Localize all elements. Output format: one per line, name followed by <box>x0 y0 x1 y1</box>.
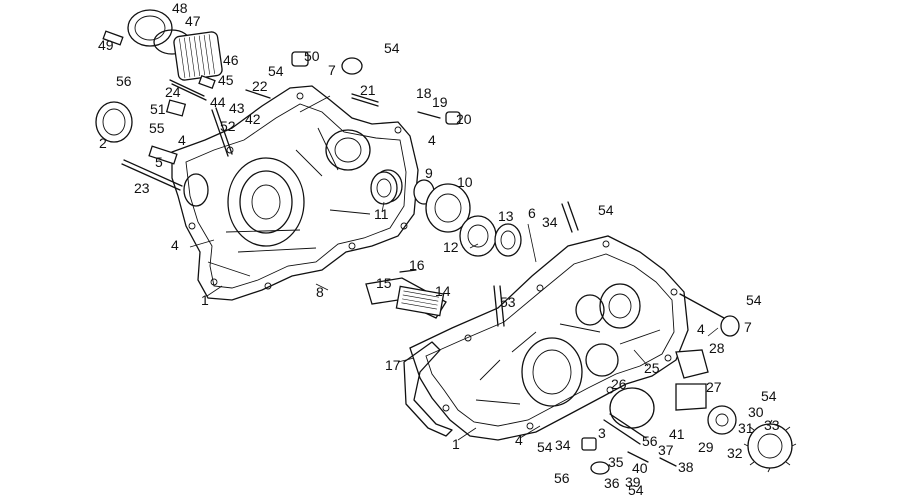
callout-54: 54 <box>761 388 777 404</box>
callout-21: 21 <box>360 82 376 98</box>
callout-40: 40 <box>632 460 648 476</box>
callout-43: 43 <box>229 100 245 116</box>
callout-52: 52 <box>220 118 236 134</box>
callout-2: 2 <box>99 135 107 151</box>
callout-54: 54 <box>268 63 284 79</box>
callout-18: 18 <box>416 85 432 101</box>
callout-51: 51 <box>150 101 166 117</box>
callout-53: 53 <box>500 294 516 310</box>
callout-24: 24 <box>165 84 181 100</box>
callout-32: 32 <box>727 445 743 461</box>
callout-49: 49 <box>98 37 114 53</box>
callout-4: 4 <box>697 321 705 337</box>
callout-39: 39 <box>625 474 641 490</box>
callout-44: 44 <box>210 94 226 110</box>
callout-30: 30 <box>748 404 764 420</box>
callout-1: 1 <box>201 292 209 308</box>
callout-4: 4 <box>515 432 523 448</box>
oil-filter-group <box>102 9 223 101</box>
callout-27: 27 <box>706 379 722 395</box>
callout-41: 41 <box>669 426 685 442</box>
callout-56: 56 <box>116 73 132 89</box>
callout-56: 56 <box>554 470 570 486</box>
callout-55: 55 <box>149 120 165 136</box>
callout-20: 20 <box>456 111 472 127</box>
callout-54: 54 <box>384 40 400 56</box>
callout-5: 5 <box>155 154 163 170</box>
callout-29: 29 <box>698 439 714 455</box>
leader-lines <box>189 201 719 441</box>
callout-23: 23 <box>134 180 150 196</box>
callout-4: 4 <box>178 132 186 148</box>
bearings-seals <box>370 171 522 257</box>
callout-1: 1 <box>452 436 460 452</box>
callout-16: 16 <box>409 257 425 273</box>
callout-26: 26 <box>611 376 627 392</box>
callout-31: 31 <box>738 420 754 436</box>
callout-6: 6 <box>528 205 536 221</box>
callout-37: 37 <box>658 442 674 458</box>
callout-35: 35 <box>608 454 624 470</box>
callout-36: 36 <box>604 475 620 491</box>
callout-22: 22 <box>252 78 268 94</box>
callout-42: 42 <box>245 111 261 127</box>
callout-25: 25 <box>644 360 660 376</box>
callout-54: 54 <box>537 439 553 455</box>
callout-7: 7 <box>744 319 752 335</box>
callout-9: 9 <box>425 165 433 181</box>
callout-7: 7 <box>328 62 336 78</box>
callout-11: 11 <box>374 206 389 222</box>
left-small-parts <box>95 51 461 191</box>
callout-38: 38 <box>678 459 694 475</box>
callout-8: 8 <box>316 284 324 300</box>
strainer-group <box>365 269 447 319</box>
callout-13: 13 <box>498 208 514 224</box>
callout-56: 56 <box>642 433 658 449</box>
right-side-parts <box>493 201 797 475</box>
callout-28: 28 <box>709 340 725 356</box>
callout-34: 34 <box>542 214 558 230</box>
callout-12: 12 <box>443 239 459 255</box>
callout-33: 33 <box>764 417 780 433</box>
callout-34: 34 <box>555 437 571 453</box>
right-crankcase-half <box>409 235 689 441</box>
callout-46: 46 <box>223 52 239 68</box>
callout-50: 50 <box>304 48 320 64</box>
callout-47: 47 <box>185 13 201 29</box>
callout-17: 17 <box>385 357 401 373</box>
left-crankcase-half <box>171 85 419 301</box>
callout-45: 45 <box>218 72 234 88</box>
callout-15: 15 <box>376 275 392 291</box>
gasket-outline <box>403 341 453 437</box>
callout-54: 54 <box>746 292 762 308</box>
callout-14: 14 <box>435 283 451 299</box>
callout-19: 19 <box>432 94 448 110</box>
callout-54: 54 <box>628 482 644 498</box>
callout-48: 48 <box>172 0 188 16</box>
callout-54: 54 <box>598 202 614 218</box>
callout-4: 4 <box>428 132 436 148</box>
callout-10: 10 <box>457 174 473 190</box>
callout-3: 3 <box>598 425 606 441</box>
callout-4: 4 <box>171 237 179 253</box>
